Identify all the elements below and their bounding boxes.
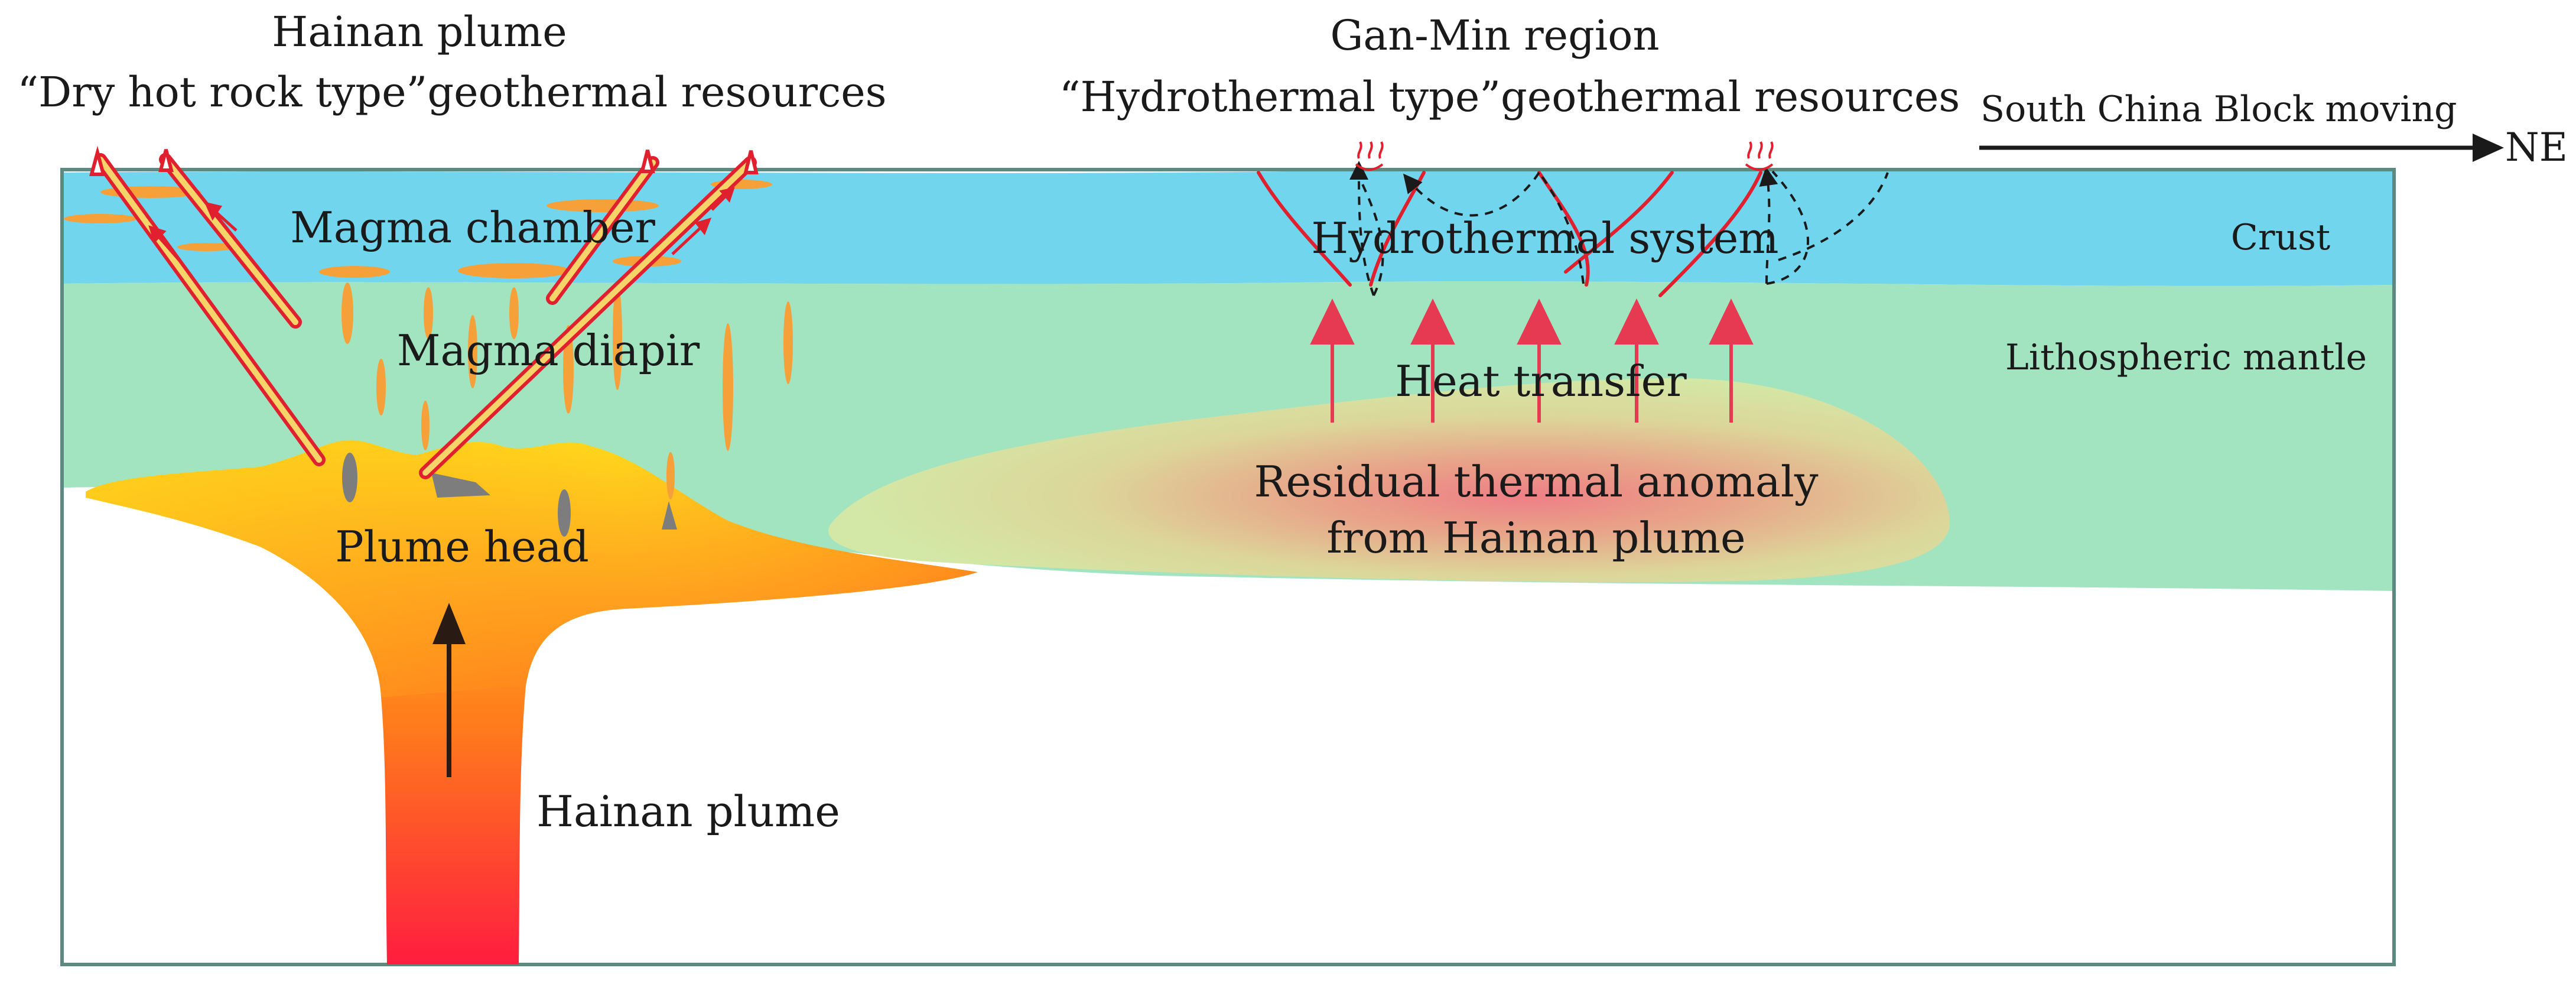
- motion-label: South China Block moving: [1980, 89, 2457, 130]
- motion-direction: NE: [2505, 125, 2568, 170]
- plume-head-label: Plume head: [335, 522, 589, 571]
- hydrothermal-system-label: Hydrothermal system: [1311, 213, 1778, 263]
- motion-arrow: [1979, 134, 2504, 162]
- volcano-icon: [89, 145, 759, 176]
- right-title-line2: “Hydrothermal type”geothermal resources: [1059, 73, 1960, 121]
- diagram-frame: [60, 168, 2396, 966]
- lithospheric-mantle-label: Lithospheric mantle: [2005, 337, 2367, 378]
- hainan-plume-label: Hainan plume: [536, 787, 840, 836]
- heat-transfer-label: Heat transfer: [1395, 356, 1687, 406]
- crust-label: Crust: [2231, 217, 2330, 258]
- plume-inclusions: [342, 453, 677, 537]
- magma-chamber-label: Magma chamber: [290, 203, 655, 252]
- hot-spring-icon: [1355, 141, 1774, 171]
- left-title-line1: Hainan plume: [272, 8, 567, 56]
- thermal-anomaly: [828, 378, 1950, 583]
- anomaly-label-line2: from Hainan plume: [1326, 513, 1745, 563]
- heat-transfer-arrows: [1310, 298, 1754, 423]
- plume: [86, 440, 978, 964]
- magma-diapir-label: Magma diapir: [397, 326, 700, 375]
- magma-flow-arrows: [148, 187, 735, 266]
- left-title-line2: “Dry hot rock type”geothermal resources: [17, 68, 886, 116]
- anomaly-label-line1: Residual thermal anomaly: [1254, 457, 1818, 506]
- volcanic-conduits: [94, 153, 757, 479]
- fluid-circulation: [1349, 161, 1889, 296]
- plume-rise-arrow: [432, 603, 466, 777]
- right-title-line1: Gan-Min region: [1330, 11, 1659, 60]
